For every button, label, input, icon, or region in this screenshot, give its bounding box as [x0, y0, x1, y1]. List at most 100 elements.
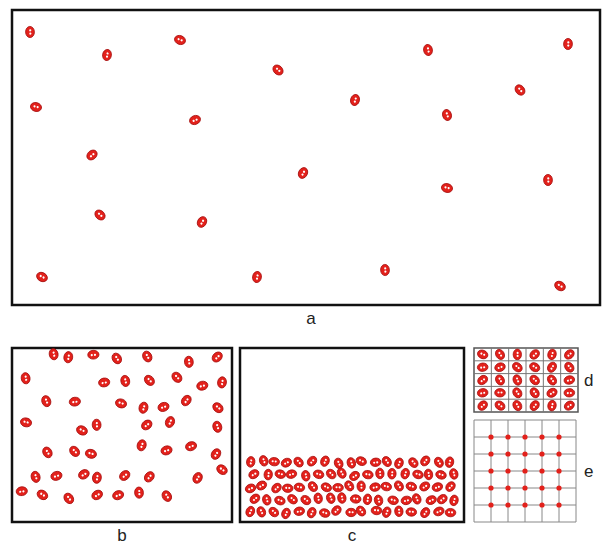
molecule-highlight [284, 514, 287, 517]
molecule-body [547, 348, 558, 360]
molecule [445, 508, 456, 517]
molecule [477, 388, 489, 398]
molecule-highlight [337, 460, 340, 463]
molecule-body [419, 454, 432, 468]
molecule-highlight [68, 354, 71, 357]
molecule-highlight [350, 460, 353, 463]
molecule [270, 481, 283, 494]
molecule [69, 397, 81, 407]
molecule-highlight [106, 55, 109, 58]
molecule-highlight [280, 499, 283, 502]
molecule-body [244, 505, 256, 518]
molecule-highlight [386, 510, 389, 513]
molecule [313, 492, 323, 504]
molecule-highlight [274, 488, 277, 491]
molecule [85, 148, 99, 162]
molecule-highlight [570, 379, 573, 382]
molecule-highlight [221, 380, 224, 383]
molecule-highlight [431, 498, 434, 501]
molecule-body [563, 375, 575, 386]
molecule-highlight [500, 405, 503, 408]
molecule-body [261, 494, 272, 506]
molecule-highlight [305, 473, 307, 475]
molecule-body [494, 373, 506, 386]
molecule [299, 494, 313, 507]
molecule-highlight [164, 405, 167, 408]
molecule-highlight [144, 425, 147, 428]
lattice-point [522, 434, 527, 439]
molecule [134, 487, 143, 499]
molecule-highlight [91, 354, 93, 356]
molecule [318, 508, 331, 519]
molecule-highlight [72, 401, 74, 403]
molecule [369, 482, 381, 492]
molecule [387, 495, 399, 506]
molecule-highlight [125, 473, 128, 476]
molecule [319, 455, 331, 468]
lattice-d [474, 348, 578, 412]
molecule-body [306, 480, 319, 494]
molecule [75, 424, 89, 437]
molecule-body [267, 505, 281, 518]
molecule [511, 386, 524, 399]
molecule [435, 469, 448, 480]
molecule [274, 469, 286, 480]
molecule [273, 495, 286, 506]
molecule [282, 484, 293, 493]
molecule-highlight [329, 495, 332, 498]
molecule-highlight [412, 511, 414, 513]
molecule [371, 506, 382, 515]
molecule [25, 26, 34, 38]
molecule-body [325, 492, 336, 505]
molecule-highlight [425, 484, 428, 487]
molecule-highlight [359, 459, 362, 462]
molecule-highlight [22, 490, 24, 492]
molecule-highlight [67, 358, 70, 361]
molecule-highlight [518, 87, 521, 90]
molecule [292, 455, 305, 469]
molecule [212, 420, 224, 433]
molecule-highlight [533, 390, 536, 393]
molecule-body [513, 349, 521, 360]
molecule-highlight [391, 474, 393, 476]
molecule-highlight [450, 484, 453, 487]
lattice-point [539, 434, 544, 439]
molecule-highlight [138, 493, 140, 495]
molecule-body [477, 362, 488, 371]
lattice-line [560, 348, 561, 412]
molecule-highlight [359, 508, 362, 511]
molecule [271, 63, 285, 77]
molecule [160, 445, 173, 457]
molecule-highlight [385, 459, 388, 462]
molecule [280, 457, 293, 469]
molecule-highlight [425, 510, 428, 513]
molecule [348, 469, 361, 482]
molecule [157, 401, 170, 413]
molecule [476, 348, 489, 360]
molecule-body [419, 506, 432, 519]
molecule-highlight [453, 498, 456, 501]
molecule-body [30, 470, 42, 483]
molecule-highlight [547, 180, 549, 182]
lattice-line [474, 522, 576, 523]
molecule-highlight [200, 222, 203, 225]
molecule [114, 398, 127, 410]
molecule-highlight [567, 405, 570, 408]
molecule [102, 49, 113, 62]
molecule-highlight [480, 380, 483, 383]
molecule [546, 360, 559, 373]
molecule-highlight [379, 471, 381, 473]
lattice-point [539, 485, 544, 490]
molecule [362, 470, 374, 480]
molecule-highlight [311, 484, 314, 487]
molecule-highlight [415, 472, 418, 475]
molecule [513, 349, 521, 360]
molecule-highlight [404, 474, 407, 477]
molecule-highlight [427, 50, 430, 53]
molecule [118, 469, 132, 483]
molecule-body [563, 348, 577, 361]
molecule-body [362, 470, 374, 480]
container-c [240, 348, 464, 522]
molecule-highlight [517, 380, 520, 383]
molecule [20, 417, 33, 428]
